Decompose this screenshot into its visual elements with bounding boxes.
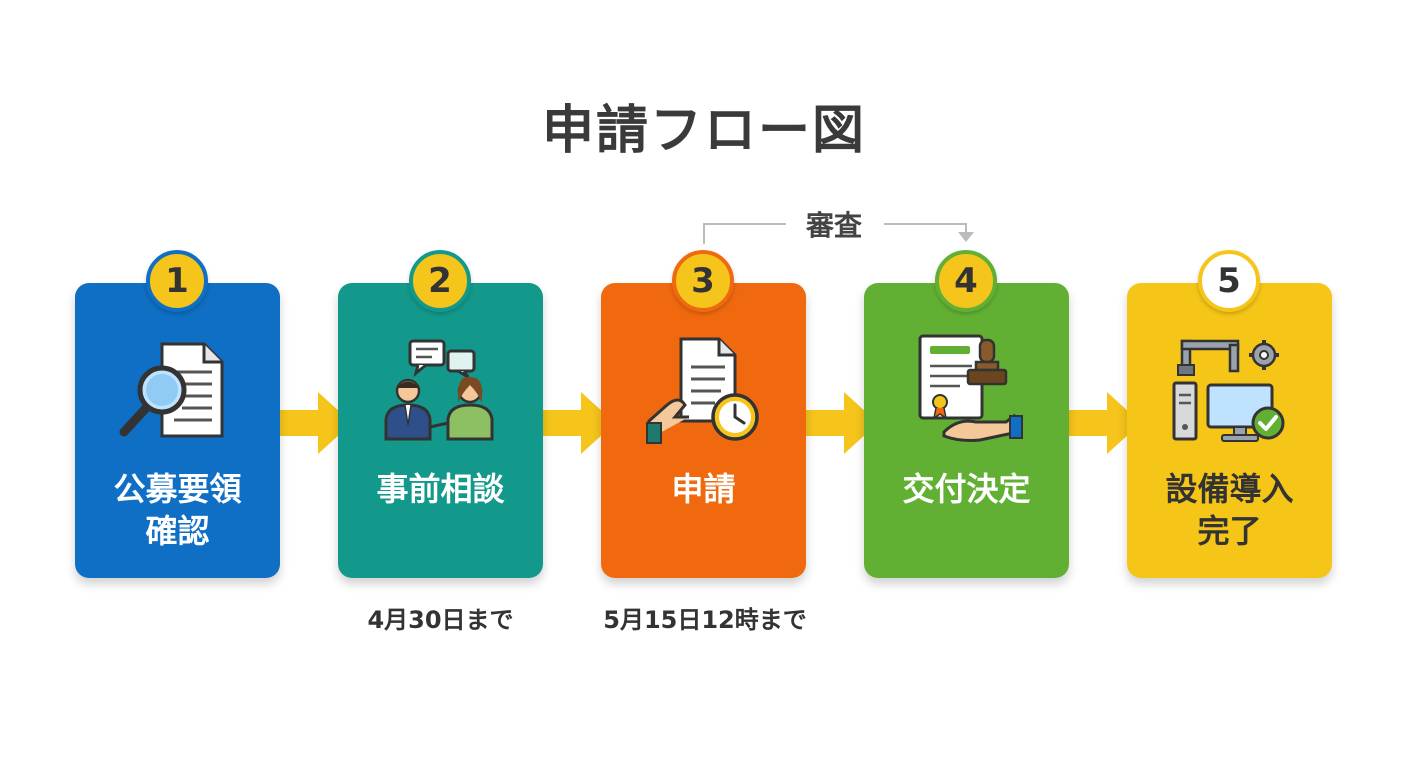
step-badge-1: 1 xyxy=(146,250,208,312)
step-label-4: 交付決定 xyxy=(902,470,1031,508)
step-badge-2: 2 xyxy=(409,250,471,312)
deadline-consultation: 4月30日まで xyxy=(367,606,514,634)
step-badge-5: 5 xyxy=(1198,250,1260,312)
step-label-1: 公募要領 確認 xyxy=(113,470,242,550)
arrow-1-2 xyxy=(280,392,352,454)
step-card-2 xyxy=(338,283,543,578)
arrow-3-4 xyxy=(806,392,878,454)
certificate-stamp-icon xyxy=(918,334,1023,442)
deadline-application: 5月15日12時まで xyxy=(603,606,807,634)
document-search-icon xyxy=(119,342,224,438)
consultation-icon xyxy=(384,339,494,441)
application-form-clock-icon xyxy=(646,337,759,444)
step-label-5: 設備導入 完了 xyxy=(1165,470,1294,550)
arrow-4-5 xyxy=(1069,392,1141,454)
step-card-5 xyxy=(1127,283,1332,578)
arrow-2-3 xyxy=(543,392,615,454)
page-title: 申請フロー図 xyxy=(541,101,866,161)
step-label-3: 申請 xyxy=(671,470,736,508)
review-label: 審査 xyxy=(805,209,862,242)
step-label-2: 事前相談 xyxy=(376,470,505,508)
step-card-3 xyxy=(601,283,806,578)
step-badge-3: 3 xyxy=(672,250,734,312)
step-badge-4: 4 xyxy=(935,250,997,312)
equipment-installation-icon xyxy=(1172,339,1285,442)
